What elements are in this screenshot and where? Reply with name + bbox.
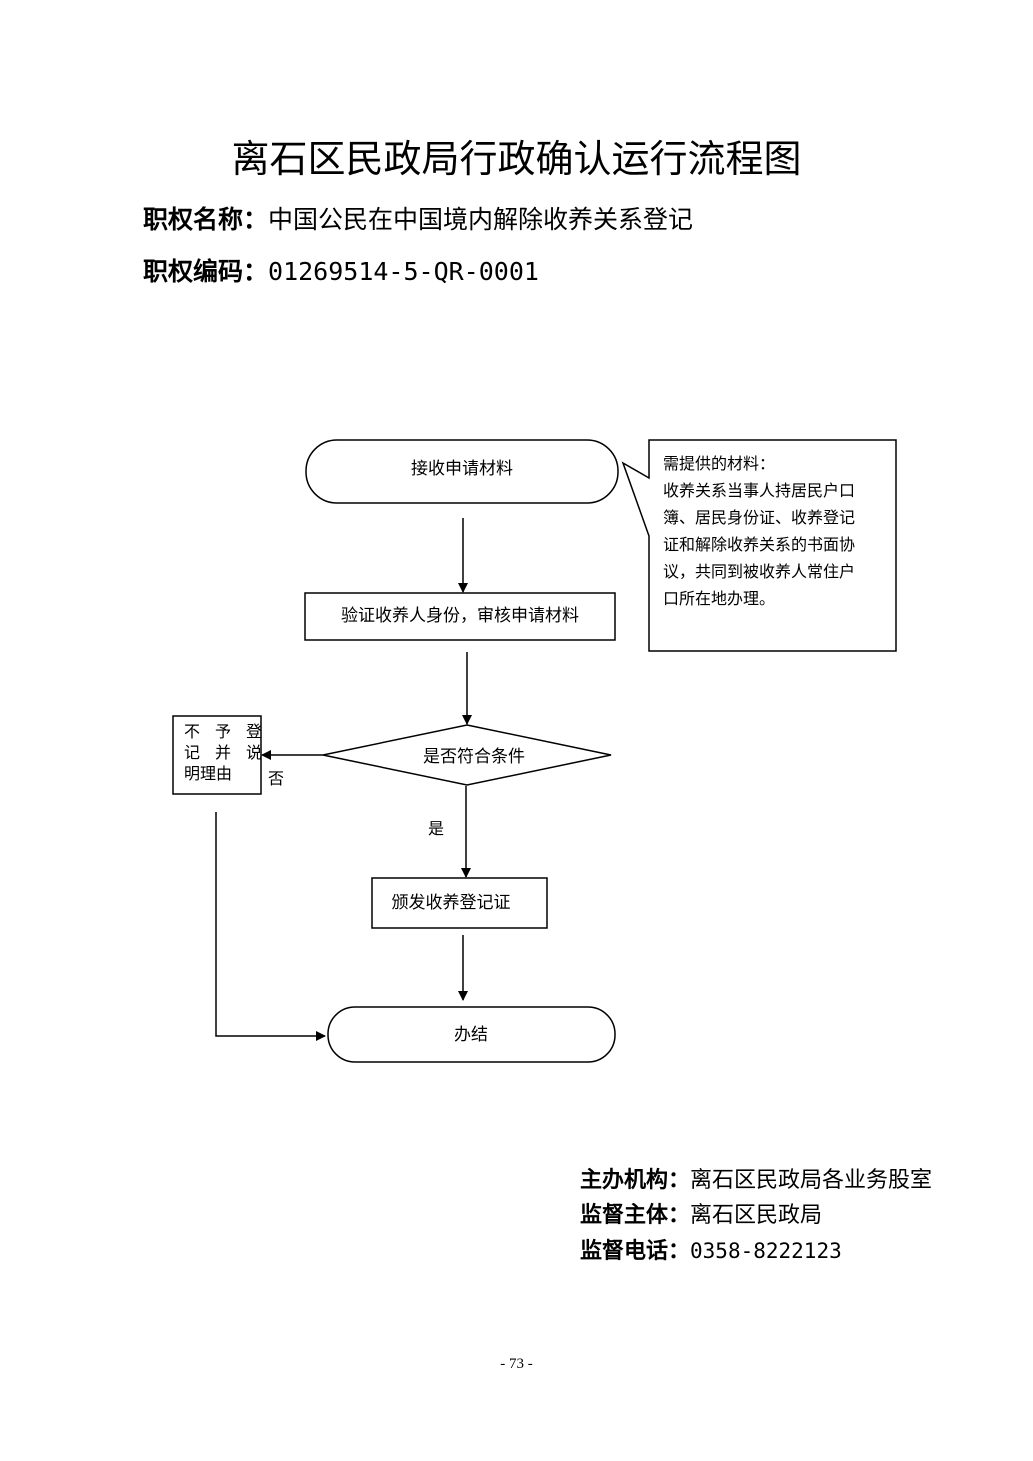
note-line: 簿、居民身份证、收养登记 — [663, 508, 856, 527]
start-node — [305, 439, 619, 504]
reject-line: 不 予 登 — [184, 722, 262, 741]
verify-node-label: 验证收养人身份，审核申请材料 — [341, 606, 579, 626]
edge-reject-to-end — [215, 812, 326, 1041]
note-line: 需提供的材料： — [663, 454, 776, 473]
authority-code: 职权编码：01269514-5-QR-0001 — [143, 256, 539, 288]
authority-name-value: 中国公民在中国境内解除收养关系登记 — [268, 205, 694, 234]
footer-phone: 监督电话：0358-8222123 — [580, 1236, 842, 1267]
reject-line: 明理由 — [184, 764, 233, 783]
note-line: 收养关系当事人持居民户口 — [663, 481, 856, 500]
authority-code-label: 职权编码： — [143, 257, 269, 286]
note-line: 议，共同到被收养人常住户 — [663, 562, 856, 581]
reject-node-text: 不 予 登 记 并 说 明理由 — [184, 721, 262, 784]
reject-node — [172, 715, 262, 795]
footer-supervisor-label: 监督主体： — [580, 1203, 691, 1228]
footer-phone-label: 监督电话： — [580, 1239, 691, 1264]
footer-org: 主办机构：离石区民政局各业务股室 — [580, 1166, 932, 1196]
decision-node — [322, 724, 612, 786]
note-line: 证和解除收养关系的书面协 — [663, 535, 856, 554]
start-node-label: 接收申请材料 — [411, 459, 513, 479]
page-number: - 73 - — [500, 1356, 533, 1372]
page-title: 离石区民政局行政确认运行流程图 — [231, 137, 802, 181]
materials-note-callout — [621, 439, 897, 652]
footer-phone-value: 0358-8222123 — [690, 1239, 842, 1263]
footer-supervisor: 监督主体：离石区民政局 — [580, 1201, 822, 1231]
reject-line: 记 并 说 — [184, 743, 262, 762]
footer-org-label: 主办机构： — [580, 1168, 691, 1193]
footer-org-value: 离石区民政局各业务股室 — [690, 1168, 933, 1193]
authority-name: 职权名称：中国公民在中国境内解除收养关系登记 — [143, 204, 693, 236]
yes-label: 是 — [428, 819, 444, 838]
note-line: 口所在地办理。 — [663, 589, 776, 608]
materials-note-text: 需提供的材料： 收养关系当事人持居民户口 簿、居民身份证、收养登记 证和解除收养… — [663, 450, 855, 612]
decision-node-label: 是否符合条件 — [423, 747, 525, 767]
verify-node — [304, 592, 616, 641]
footer-supervisor-value: 离石区民政局 — [690, 1203, 823, 1228]
issue-certificate-node — [371, 877, 548, 929]
no-label: 否 — [268, 769, 284, 788]
end-node — [327, 1006, 616, 1063]
issue-certificate-label: 颁发收养登记证 — [392, 893, 511, 913]
authority-code-value: 01269514-5-QR-0001 — [268, 257, 539, 286]
end-node-label: 办结 — [454, 1025, 488, 1045]
authority-name-label: 职权名称： — [143, 205, 269, 234]
